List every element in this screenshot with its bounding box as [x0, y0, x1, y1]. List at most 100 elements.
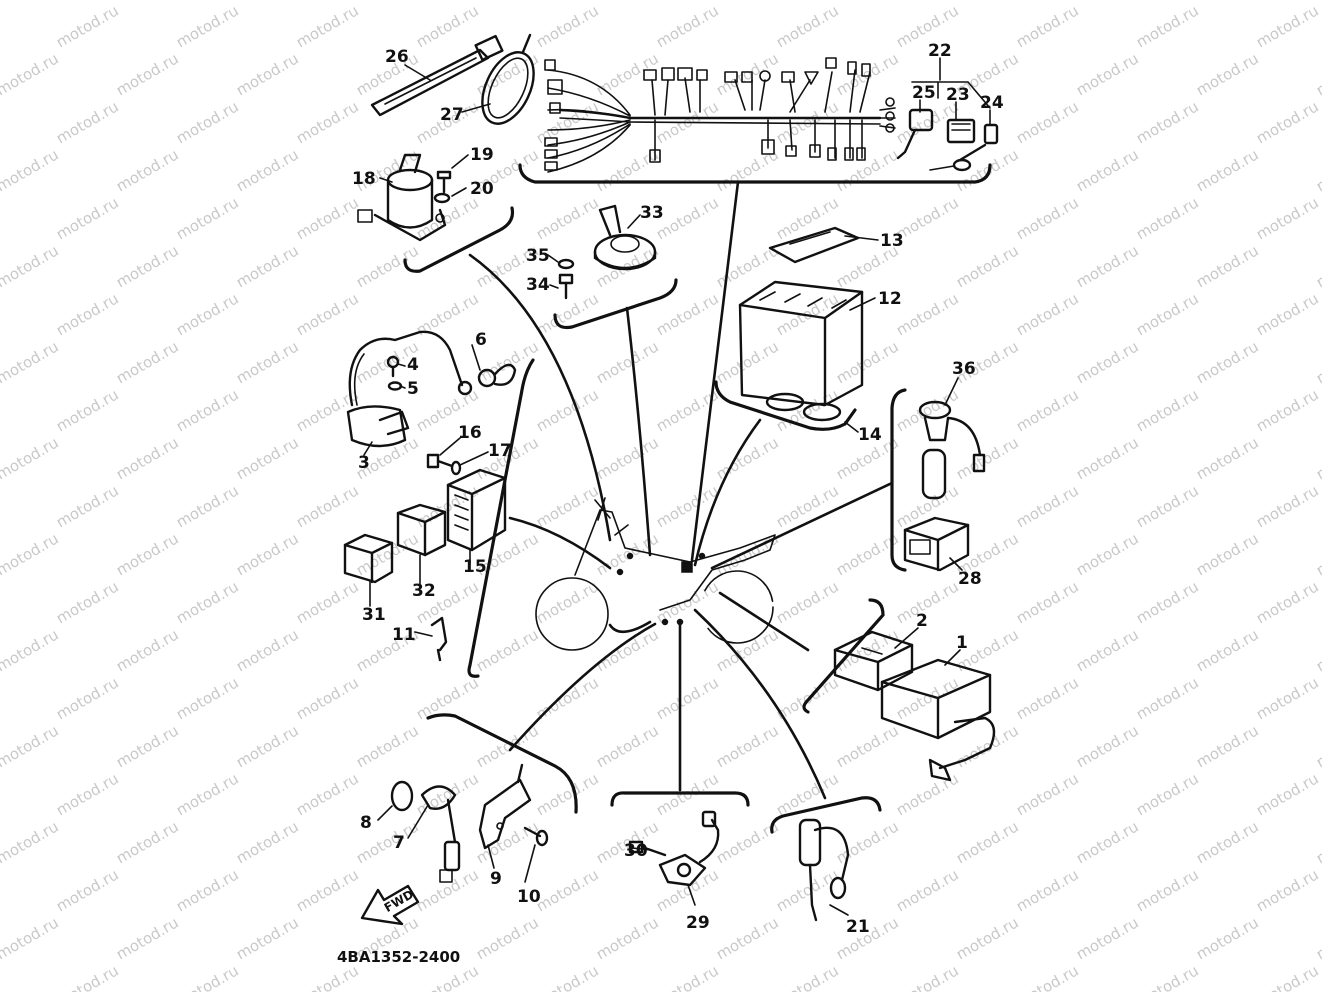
part-15-rectifier: [446, 468, 507, 552]
leader-lines: [468, 180, 894, 800]
watermark-text: motod.ru: [0, 529, 62, 579]
watermark-text: motod.ru: [173, 577, 242, 627]
watermark-text: motod.ru: [113, 145, 182, 195]
watermark-text: motod.ru: [833, 721, 902, 771]
watermark-text: motod.ru: [473, 0, 542, 3]
bracket-electrics: [467, 358, 535, 678]
watermark-text: motod.ru: [413, 865, 482, 915]
part-28-connector-cover: [903, 516, 970, 572]
watermark-text: motod.ru: [113, 721, 182, 771]
part-label-33: 33: [640, 203, 664, 223]
watermark-text: motod.ru: [0, 145, 62, 195]
watermark-text: motod.ru: [1193, 241, 1262, 291]
watermark-text: motod.ru: [1133, 97, 1202, 147]
parts-23-24-25-connectors: [896, 108, 999, 172]
watermark-text: motod.ru: [173, 961, 242, 992]
watermark-text: motod.ru: [1133, 865, 1202, 915]
watermark-text: motod.ru: [0, 433, 62, 483]
watermark-text: motod.ru: [0, 865, 2, 915]
watermark-text: motod.ru: [893, 769, 962, 819]
watermark-text: motod.ru: [533, 577, 602, 627]
watermark-text: motod.ru: [1133, 961, 1202, 992]
part-label-3: 3: [358, 453, 370, 473]
parts-19-20-fasteners: [433, 170, 452, 204]
front-wheel-icon: [535, 577, 609, 651]
watermark-text: motod.ru: [113, 529, 182, 579]
watermark-text: motod.ru: [833, 145, 902, 195]
parts-34-35-fasteners: [557, 258, 575, 300]
part-label-19: 19: [470, 145, 494, 165]
watermark-text: motod.ru: [1013, 769, 1082, 819]
watermark-text: motod.ru: [53, 1, 122, 51]
watermark-text: motod.ru: [293, 961, 362, 992]
watermark-text: motod.ru: [0, 577, 2, 627]
watermark-text: motod.ru: [1193, 721, 1262, 771]
watermark-text: motod.ru: [773, 577, 842, 627]
part-14-battery-rubber: [765, 392, 842, 422]
part-label-22: 22: [928, 41, 952, 61]
watermark-text: motod.ru: [1253, 193, 1322, 243]
watermark-text: motod.ru: [293, 289, 362, 339]
watermark-text: motod.ru: [713, 721, 782, 771]
watermark-text: motod.ru: [833, 817, 902, 867]
watermark-text: motod.ru: [1013, 577, 1082, 627]
watermark-text: motod.ru: [953, 817, 1022, 867]
part-11-sensor: [430, 616, 448, 662]
watermark-text: motod.ru: [893, 289, 962, 339]
parts-16-17-fasteners: [426, 453, 462, 476]
part-label-28: 28: [958, 569, 982, 589]
watermark-text: motod.ru: [773, 1, 842, 51]
watermark-text: motod.ru: [1073, 0, 1142, 3]
watermark-text: motod.ru: [113, 913, 182, 963]
watermark-text: motod.ru: [53, 673, 122, 723]
part-1-cdi-unit: [880, 658, 996, 782]
part-label-27: 27: [440, 105, 464, 125]
bracket-neutral-switch: [610, 791, 750, 807]
handlebar-icon: [594, 497, 629, 536]
watermark-text: motod.ru: [1193, 49, 1262, 99]
watermark-text: motod.ru: [1193, 145, 1262, 195]
watermark-text: motod.ru: [1253, 481, 1322, 531]
watermark-text: motod.ru: [233, 721, 302, 771]
watermark-text: motod.ru: [1013, 961, 1082, 992]
watermark-text: motod.ru: [1313, 625, 1322, 675]
frame-outline-icon: [574, 509, 776, 611]
part-number-labels: 26 27 22 25 23 24 18 19 20 33 35 34 13 1…: [352, 41, 1004, 937]
leader-electrics: [508, 516, 612, 570]
part-label-17: 17: [488, 441, 512, 461]
watermark-text: motod.ru: [1313, 49, 1322, 99]
watermark-text: motod.ru: [53, 385, 122, 435]
watermark-text: motod.ru: [1013, 385, 1082, 435]
watermark-text: motod.ru: [113, 49, 182, 99]
watermark-text: motod.ru: [113, 817, 182, 867]
part-21-oil-switch: [798, 818, 850, 922]
watermark-text: motod.ru: [0, 817, 62, 867]
watermark-text: motod.ru: [953, 721, 1022, 771]
watermark-text: motod.ru: [593, 0, 662, 3]
watermark-text: motod.ru: [1253, 385, 1322, 435]
watermark-text: motod.ru: [533, 97, 602, 147]
part-label-6: 6: [475, 330, 487, 350]
parts-29-30-neutral-switch: [628, 810, 720, 887]
watermark-text: motod.ru: [293, 481, 362, 531]
leader-battery: [693, 418, 762, 567]
watermark-text: motod.ru: [1193, 913, 1262, 963]
watermark-text: motod.ru: [533, 385, 602, 435]
watermark-text: motod.ru: [173, 481, 242, 531]
watermark-text: motod.ru: [953, 0, 1022, 3]
watermark-text: motod.ru: [173, 769, 242, 819]
watermark-text: motod.ru: [1073, 721, 1142, 771]
watermark-text: motod.ru: [1133, 577, 1202, 627]
watermark-text: motod.ru: [1073, 529, 1142, 579]
part-36-fuel-sender: [918, 400, 986, 500]
watermark-text: motod.ru: [653, 1, 722, 51]
part-label-34: 34: [526, 275, 550, 295]
part-label-4: 4: [407, 355, 419, 375]
part-31-relay: [343, 533, 394, 584]
diagram-code: 4BA1352-2400: [337, 948, 460, 966]
watermark-text: motod.ru: [413, 961, 482, 992]
bracket-sensors: [426, 713, 578, 814]
watermark-text: motod.ru: [1133, 193, 1202, 243]
